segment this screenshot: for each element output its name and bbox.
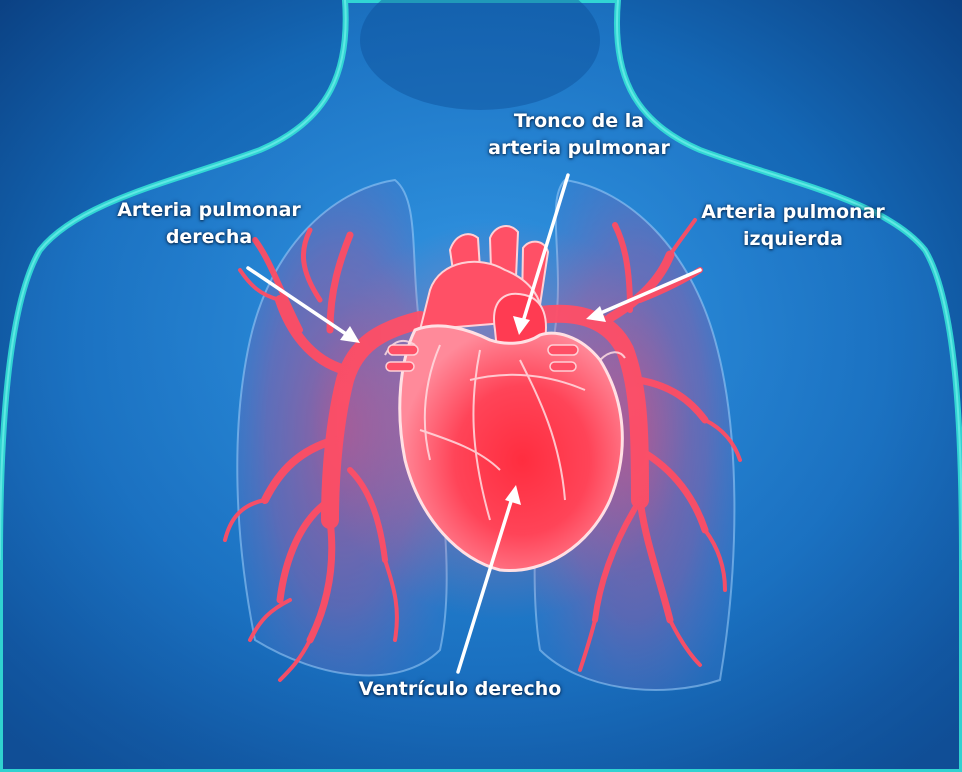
label-right-ventricle-text: Ventrículo derecho [330, 676, 590, 703]
label-pulmonary-trunk: Tronco de la arteria pulmonar [466, 108, 692, 162]
label-pulmonary-trunk-line-2: arteria pulmonar [466, 135, 692, 162]
label-right-ventricle: Ventrículo derecho [330, 676, 590, 703]
label-pulmonary-trunk-line-1: Tronco de la [466, 108, 692, 135]
label-right-pulmonary-artery-line-2: derecha [96, 224, 322, 251]
label-left-pulmonary-artery-line-2: izquierda [680, 226, 906, 253]
label-right-pulmonary-artery-line-1: Arteria pulmonar [96, 197, 322, 224]
label-left-pulmonary-artery: Arteria pulmonar izquierda [680, 199, 906, 253]
label-left-pulmonary-artery-line-1: Arteria pulmonar [680, 199, 906, 226]
label-right-pulmonary-artery: Arteria pulmonar derecha [96, 197, 322, 251]
